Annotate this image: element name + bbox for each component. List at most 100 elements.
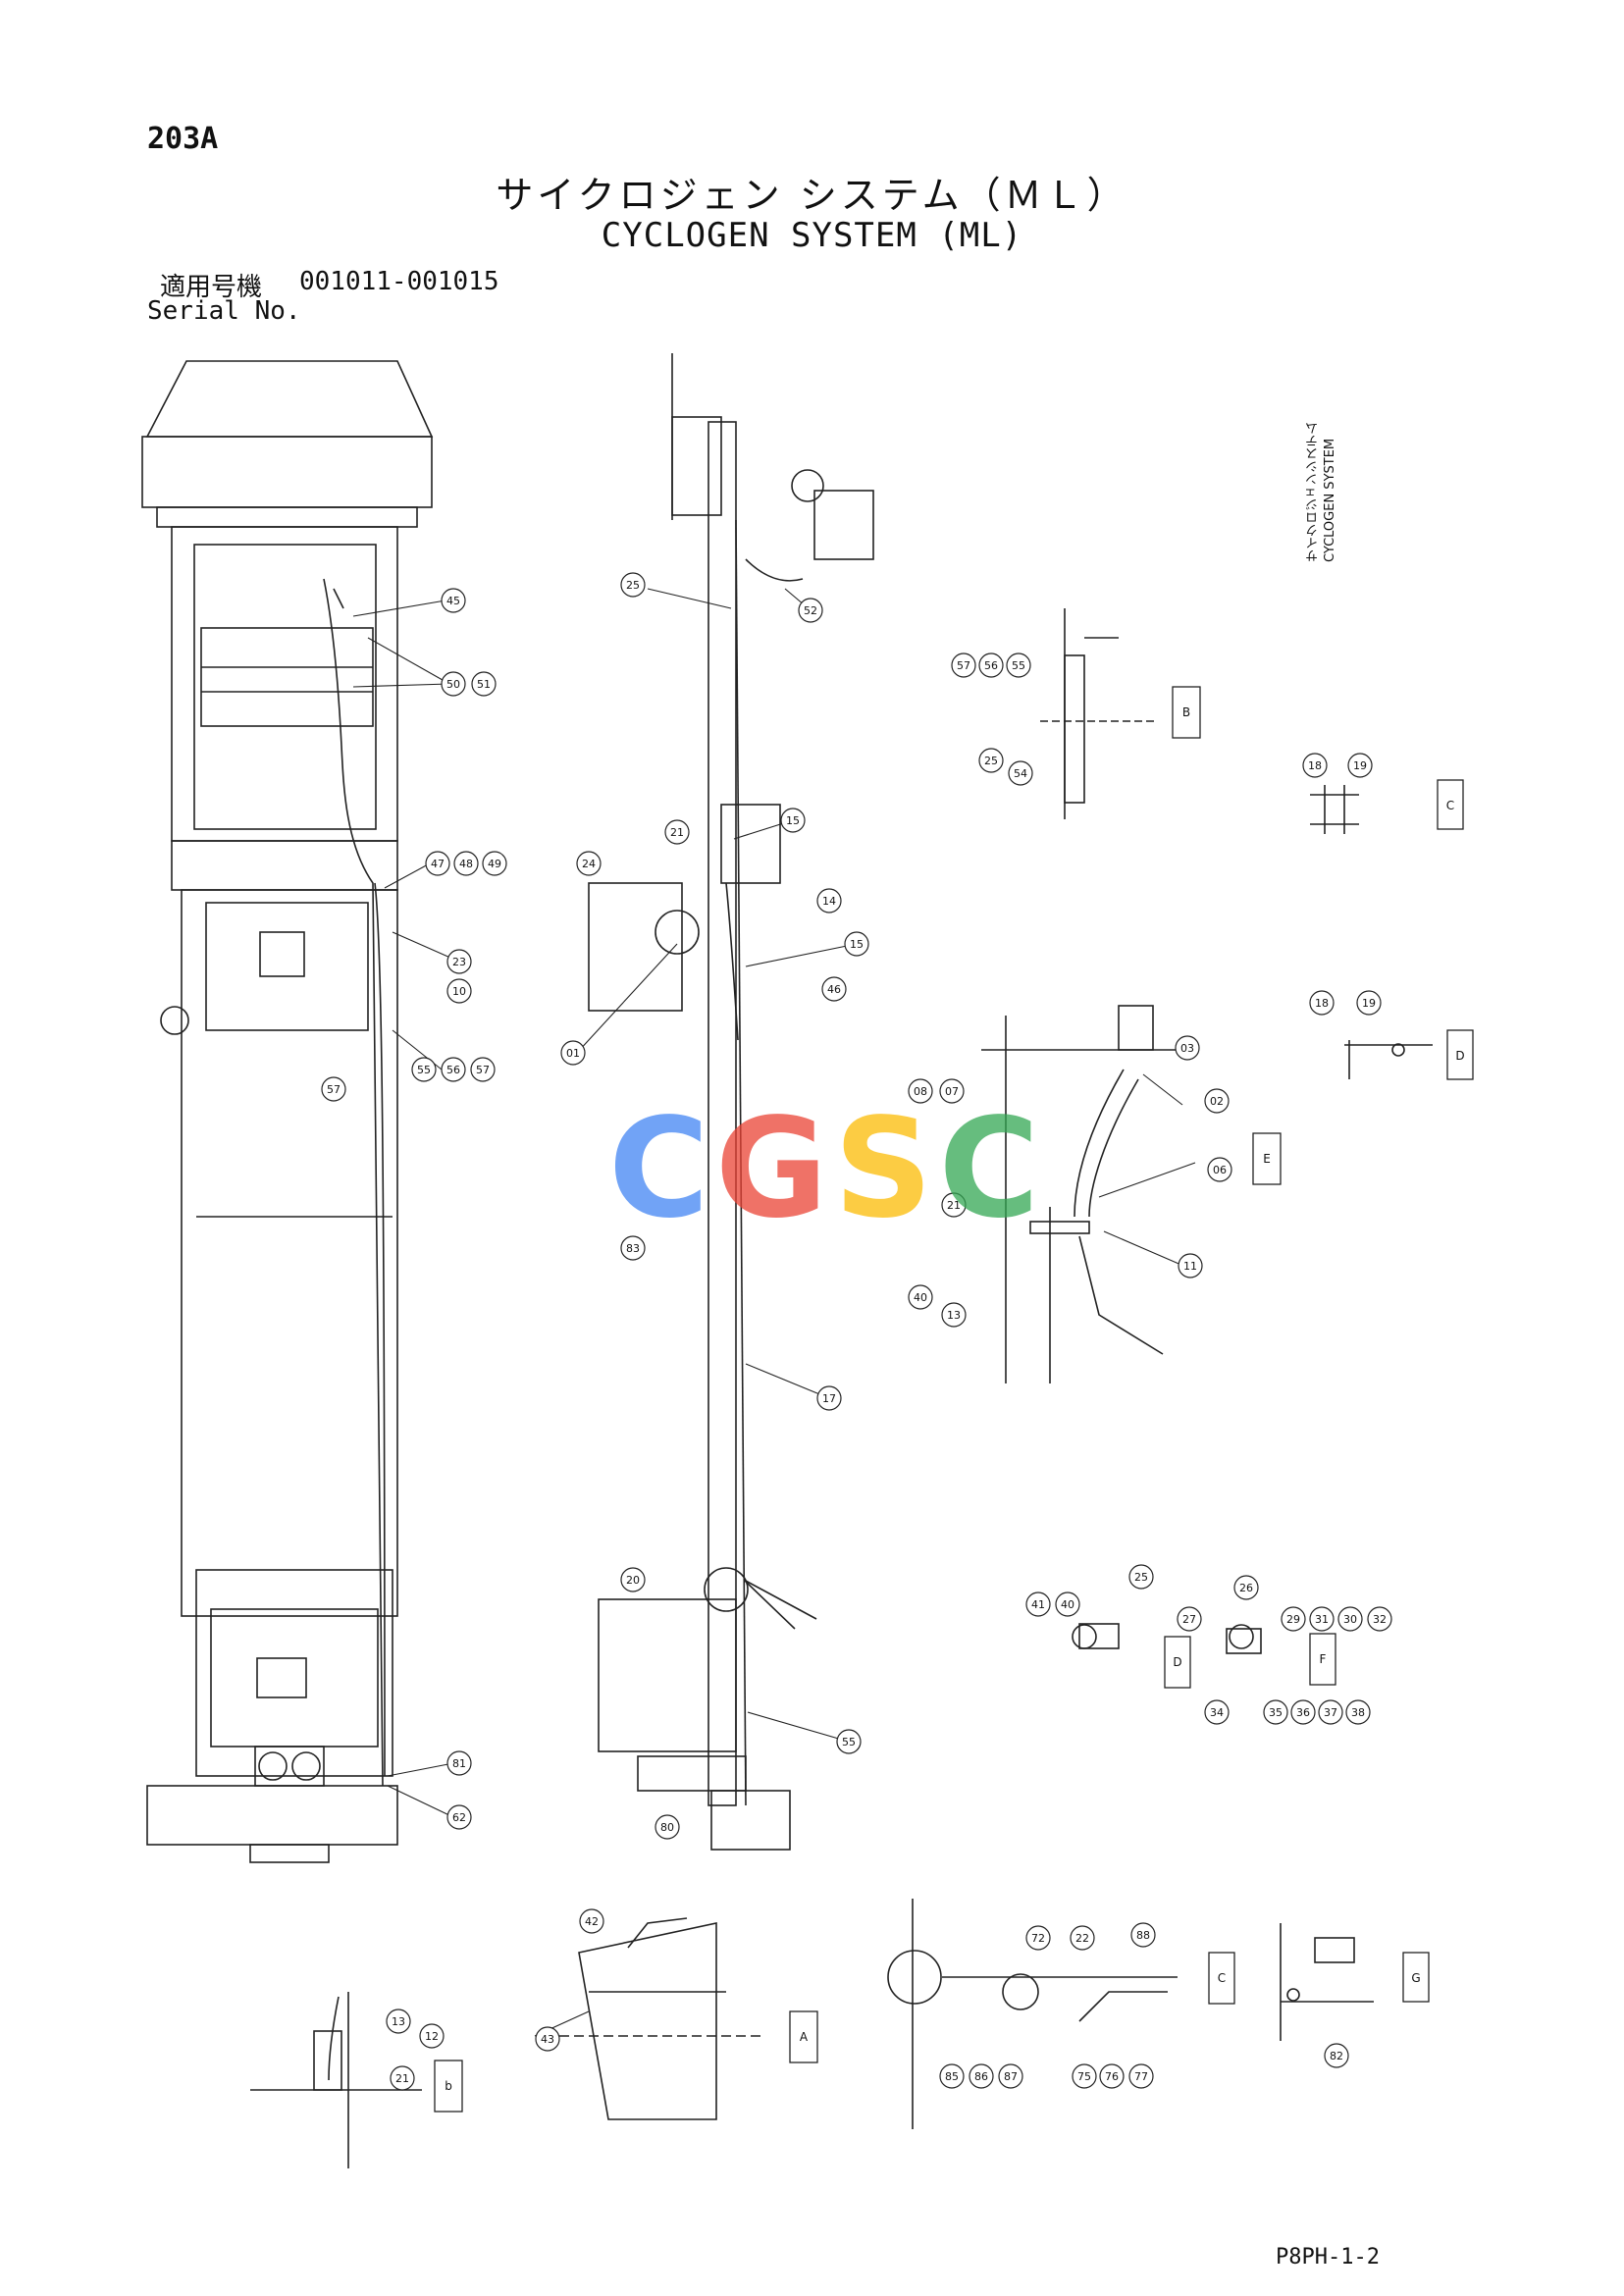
callout-27-label: 27 <box>1182 1613 1196 1626</box>
callout-21a: 21 <box>664 819 690 845</box>
callout-23: 23 <box>446 949 472 974</box>
callout-25b-label: 25 <box>984 755 998 767</box>
callout-72-label: 72 <box>1031 1932 1045 1945</box>
callout-77: 77 <box>1128 2063 1154 2089</box>
watermark-letter-2: G <box>714 1089 834 1249</box>
callout-13b: 13 <box>386 2009 411 2034</box>
callout-24-label: 24 <box>582 858 596 870</box>
callout-24: 24 <box>576 851 602 876</box>
drawing-code: P8PH-1-2 <box>1276 2245 1380 2270</box>
callout-55b-label: 55 <box>842 1736 856 1748</box>
view-tag-d2-label: D <box>1173 1655 1181 1669</box>
callout-06: 06 <box>1207 1157 1232 1182</box>
watermark-letter-4: C <box>938 1089 1046 1249</box>
view-tag-b-lower-label: b <box>445 2079 452 2093</box>
callout-87-label: 87 <box>1004 2070 1018 2083</box>
callout-80: 80 <box>655 1814 680 1840</box>
callout-02: 02 <box>1204 1088 1230 1114</box>
callout-55b: 55 <box>836 1729 862 1754</box>
serial-number-range: 001011-001015 <box>299 267 499 296</box>
callout-08: 08 <box>908 1078 933 1104</box>
callout-85-label: 85 <box>945 2070 959 2083</box>
callout-35: 35 <box>1263 1699 1288 1725</box>
callout-47-label: 47 <box>431 858 445 870</box>
callout-14: 14 <box>816 888 842 913</box>
callout-40-label: 40 <box>914 1291 927 1304</box>
callout-15b: 15 <box>844 931 869 957</box>
callout-40: 40 <box>908 1284 933 1310</box>
callout-51: 51 <box>471 671 497 697</box>
callout-10: 10 <box>446 978 472 1004</box>
callout-43-label: 43 <box>541 2033 554 2046</box>
view-tag-c2: C <box>1208 1952 1235 2005</box>
detail-view-lower-left <box>250 1992 422 2168</box>
view-tag-f: F <box>1309 1633 1336 1686</box>
callout-81a: 81 <box>446 1750 472 1776</box>
callout-20-label: 20 <box>626 1574 640 1587</box>
callout-81a-label: 81 <box>452 1757 466 1770</box>
callout-32-label: 32 <box>1373 1613 1387 1626</box>
callout-29: 29 <box>1281 1606 1306 1632</box>
callout-83-label: 83 <box>626 1242 640 1255</box>
callout-30-label: 30 <box>1343 1613 1357 1626</box>
callout-40b-label: 40 <box>1061 1598 1074 1611</box>
view-tag-d2: D <box>1164 1636 1191 1689</box>
view-tag-e-label: E <box>1263 1152 1271 1166</box>
title-english: CYCLOGEN SYSTEM (ML) <box>601 216 1023 255</box>
callout-18a: 18 <box>1302 753 1328 778</box>
callout-43: 43 <box>535 2026 560 2052</box>
callout-54-label: 54 <box>1014 767 1027 780</box>
side-view-boom <box>588 353 874 1851</box>
callout-82-label: 82 <box>1330 2050 1343 2062</box>
callout-15b-label: 15 <box>850 938 864 951</box>
callout-75: 75 <box>1072 2063 1097 2089</box>
callout-20: 20 <box>620 1567 646 1592</box>
view-tag-a-label: A <box>800 2030 809 2044</box>
callout-35-label: 35 <box>1269 1706 1283 1719</box>
callout-77-label: 77 <box>1134 2070 1148 2083</box>
callout-48-label: 48 <box>459 858 473 870</box>
view-tag-d1: D <box>1446 1029 1474 1080</box>
callout-balloons: 45 50 51 47 48 49 23 10 57 55 56 57 81 6… <box>321 572 1392 2091</box>
callout-72: 72 <box>1025 1925 1051 1951</box>
page-number: 203A <box>147 122 219 156</box>
callout-15a-label: 15 <box>786 814 800 827</box>
callout-49: 49 <box>482 851 507 876</box>
callout-18b: 18 <box>1309 990 1335 1016</box>
callout-76-label: 76 <box>1105 2070 1119 2083</box>
callout-14-label: 14 <box>822 895 836 908</box>
callout-22: 22 <box>1070 1925 1095 1951</box>
callout-21b-label: 21 <box>947 1199 961 1212</box>
detail-view-g <box>1280 1923 1374 2041</box>
view-tag-c1: C <box>1437 779 1464 830</box>
serial-label-japanese: 適用号機 <box>160 273 263 302</box>
callout-42: 42 <box>579 1908 604 1934</box>
callout-88-label: 88 <box>1136 1929 1150 1942</box>
watermark-letter-3: S <box>833 1089 939 1249</box>
callout-47: 47 <box>425 851 450 876</box>
callout-76: 76 <box>1099 2063 1125 2089</box>
callout-38: 38 <box>1345 1699 1371 1725</box>
callout-02-label: 02 <box>1210 1095 1224 1108</box>
callout-82: 82 <box>1324 2043 1349 2068</box>
callout-55c: 55 <box>1006 652 1031 678</box>
callout-17: 17 <box>816 1385 842 1411</box>
callout-56b-label: 56 <box>984 659 998 672</box>
callout-62-label: 62 <box>452 1811 466 1824</box>
callout-51-label: 51 <box>477 678 491 691</box>
callout-36-label: 36 <box>1296 1706 1310 1719</box>
callout-18b-label: 18 <box>1315 997 1329 1010</box>
callout-26: 26 <box>1233 1575 1259 1600</box>
callout-57a: 57 <box>321 1076 346 1102</box>
callout-07-label: 07 <box>945 1085 959 1098</box>
callout-36: 36 <box>1290 1699 1316 1725</box>
callout-37-label: 37 <box>1324 1706 1337 1719</box>
callout-57c: 57 <box>951 652 976 678</box>
callout-34-label: 34 <box>1210 1706 1224 1719</box>
callout-03-label: 03 <box>1180 1042 1194 1055</box>
callout-40b: 40 <box>1055 1592 1080 1617</box>
callout-48: 48 <box>453 851 479 876</box>
callout-21b: 21 <box>941 1192 967 1218</box>
callout-18a-label: 18 <box>1308 759 1322 772</box>
view-tag-g-label: G <box>1411 1971 1420 1985</box>
